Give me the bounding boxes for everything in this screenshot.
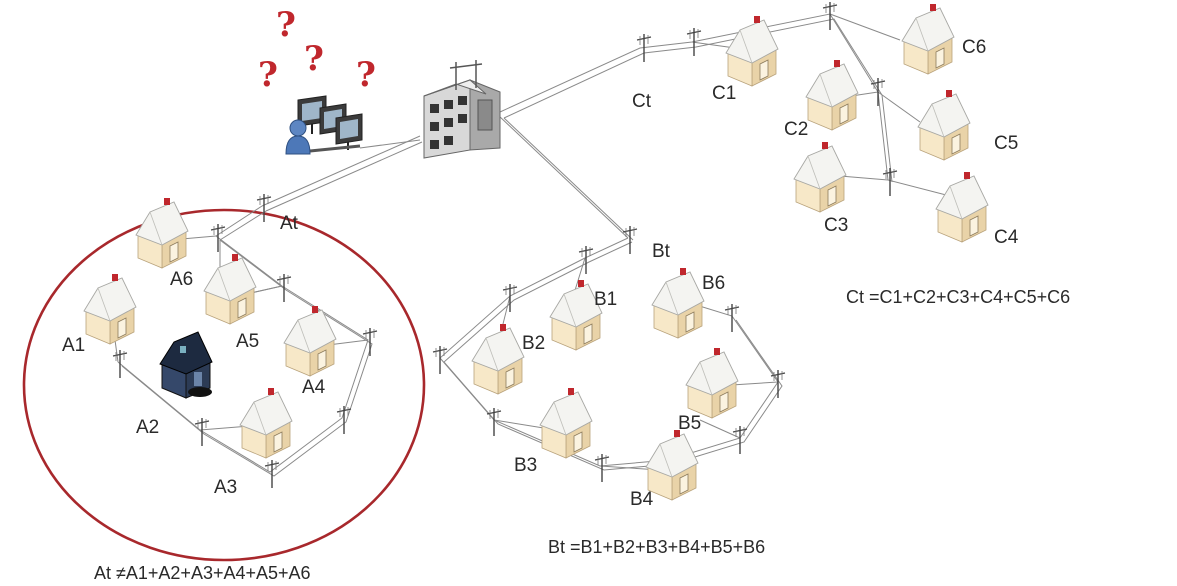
house-label-a6: A6 — [170, 269, 194, 290]
house-icon — [83, 273, 137, 345]
pole-label-at: At — [280, 213, 298, 234]
house-label-c4: C4 — [994, 227, 1019, 248]
question-mark-icon: ? — [304, 39, 324, 79]
house-label-c1: C1 — [712, 83, 737, 104]
house-icon — [651, 267, 705, 339]
house-label-b2: B2 — [522, 333, 546, 354]
house-icon — [135, 197, 189, 269]
pole-label-ct: Ct — [632, 91, 651, 112]
house-icon — [917, 89, 971, 161]
group-a-boundary — [22, 208, 426, 562]
equation-group-a: At ≠A1+A2+A3+A4+A5+A6 — [94, 563, 311, 583]
house-label-b3: B3 — [514, 455, 538, 476]
house-icon — [935, 171, 989, 243]
equation-group-c: Ct =C1+C2+C3+C4+C5+C6 — [846, 287, 1071, 307]
house-label-b4: B4 — [630, 489, 654, 510]
house-icon — [471, 323, 525, 395]
illegal-house-icon — [159, 331, 213, 399]
house-icon — [793, 141, 847, 213]
house-label-a1: A1 — [62, 335, 86, 356]
house-icon — [805, 59, 859, 131]
house-icon — [645, 429, 699, 501]
house-icon — [203, 253, 257, 325]
question-mark-icon: ? — [276, 5, 296, 45]
house-label-b1: B1 — [594, 289, 618, 310]
question-mark-icon: ? — [258, 55, 278, 95]
house-icon — [239, 387, 293, 459]
house-label-c3: C3 — [824, 215, 849, 236]
house-label-c2: C2 — [784, 119, 809, 140]
operator-workstation-icon — [285, 95, 363, 155]
house-label-b6: B6 — [702, 273, 726, 294]
pole-label-bt: Bt — [652, 241, 670, 262]
question-mark-icon: ? — [356, 55, 376, 95]
utility-poles — [112, 1, 898, 489]
equation-group-b: Bt =B1+B2+B3+B4+B5+B6 — [548, 537, 766, 557]
house-label-a4: A4 — [302, 377, 326, 398]
house-icon — [901, 3, 955, 75]
house-icon — [539, 387, 593, 459]
house-label-b5: B5 — [678, 413, 702, 434]
house-label-a3: A3 — [214, 477, 238, 498]
house-label-a2: A2 — [136, 417, 160, 438]
house-icon — [685, 347, 739, 419]
house-label-a5: A5 — [236, 331, 260, 352]
substation-icon — [423, 60, 501, 159]
house-label-c6: C6 — [962, 37, 987, 58]
house-label-c5: C5 — [994, 133, 1019, 154]
